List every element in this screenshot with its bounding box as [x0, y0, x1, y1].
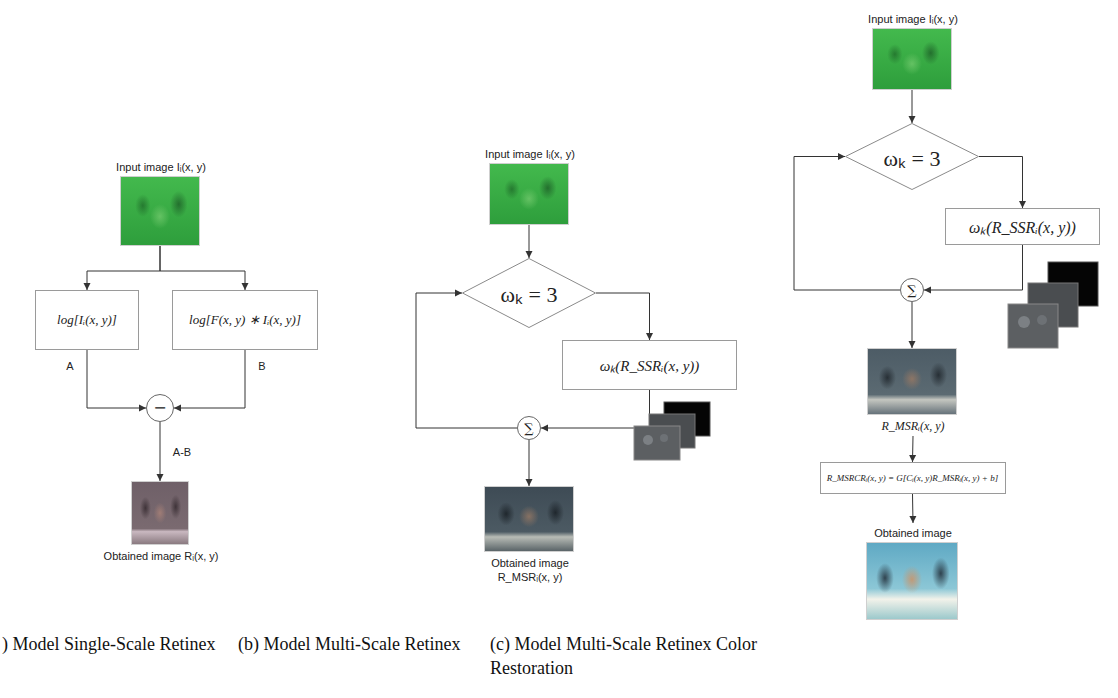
image-panel: Input image Iᵢ(x, y)	[872, 28, 952, 90]
arrowhead	[139, 405, 146, 412]
arrowhead	[909, 455, 916, 462]
box-formula: ωₖ(R_SSRᵢ(x, y))	[969, 216, 1076, 238]
edge-label: A-B	[171, 446, 193, 459]
arrowhead	[909, 516, 916, 523]
diamond-shape	[846, 124, 979, 190]
process-box: log[F(x, y) ∗ Iᵢ(x, y)]	[172, 290, 318, 350]
arrowhead	[646, 333, 653, 340]
connector-line	[541, 390, 650, 428]
image-panel: R_MSRᵢ(x, y)	[867, 348, 957, 415]
connector	[526, 225, 533, 258]
operator-symbol: ∑	[524, 422, 533, 435]
arrowhead	[541, 425, 548, 432]
arrowhead	[1019, 201, 1026, 208]
box-formula: ωₖ(R_SSRᵢ(x, y))	[600, 355, 700, 375]
arrowhead	[526, 251, 533, 258]
connector	[909, 494, 916, 523]
figure-caption: ) Model Single-Scale Retinex	[2, 632, 230, 656]
image-caption: Obtained image R_MSRᵢ(x, y)	[470, 556, 590, 584]
connector	[979, 157, 1026, 209]
connector-line	[174, 350, 245, 408]
arrowhead	[242, 283, 249, 290]
decision-text: ωₖ = 3	[501, 278, 558, 308]
arrowhead	[174, 405, 181, 412]
process-box: R_MSRCRᵢ(x, y) = G[Cᵢ(x, y)R_MSRᵢ(x, y) …	[820, 462, 1006, 494]
edge-label: B	[256, 360, 267, 373]
connector-line	[924, 245, 1023, 290]
operator-circle: −	[146, 394, 174, 422]
image-caption: Input image Iᵢ(x, y)	[445, 147, 615, 161]
ssr-image-stack	[634, 402, 710, 460]
image-panel: Input image Iᵢ(x, y)	[120, 176, 200, 246]
figure-caption: (c) Model Multi-Scale Retinex Color Rest…	[490, 632, 775, 680]
arrowhead	[157, 474, 164, 481]
arrowhead	[84, 283, 91, 290]
connector	[541, 390, 650, 432]
arrowhead	[455, 290, 462, 297]
connector	[84, 246, 161, 290]
process-box: log[Iᵢ(x, y)]	[35, 290, 139, 350]
connector	[909, 90, 916, 123]
image-panel: Obtained image R_MSRᵢ(x, y)	[484, 486, 574, 552]
connector	[526, 440, 533, 486]
arrowhead	[909, 116, 916, 123]
operator-symbol: ∑	[907, 284, 916, 297]
edge-label: A	[64, 360, 75, 373]
connector	[157, 422, 164, 481]
connector-line	[160, 246, 245, 290]
connector-line	[979, 157, 1023, 209]
connector-line	[87, 246, 160, 290]
decision-text: ωₖ = 3	[884, 142, 941, 172]
box-formula: log[F(x, y) ∗ Iᵢ(x, y)]	[189, 312, 301, 328]
operator-symbol: −	[153, 400, 166, 416]
connector	[87, 350, 146, 412]
connector	[596, 293, 653, 340]
image-panel: Input image Iᵢ(x, y)	[489, 163, 569, 225]
diamond-shape	[463, 259, 596, 328]
connector	[924, 245, 1023, 294]
box-formula: R_MSRCRᵢ(x, y) = G[Cᵢ(x, y)R_MSRᵢ(x, y) …	[827, 473, 998, 483]
connector	[909, 436, 916, 462]
connector-line	[87, 350, 146, 408]
operator-circle: ∑	[900, 278, 924, 302]
image-panel: Obtained image	[866, 542, 958, 620]
image-caption: R_MSRᵢ(x, y)	[838, 419, 988, 433]
connector	[909, 302, 916, 348]
operator-circle: ∑	[517, 416, 541, 440]
process-box: ωₖ(R_SSRᵢ(x, y))	[562, 340, 737, 390]
image-caption: Input image Iᵢ(x, y)	[76, 160, 246, 174]
figure-caption: (b) Model Multi-Scale Retinex	[238, 632, 483, 656]
image-caption: Obtained image	[838, 526, 988, 540]
ssr-image-stack	[1008, 262, 1098, 348]
decision-diamond: ωₖ = 3	[462, 258, 596, 328]
connector-line	[596, 293, 650, 340]
connector	[174, 350, 245, 412]
connector	[160, 246, 249, 290]
arrowhead	[924, 287, 931, 294]
connector-line	[160, 422, 161, 481]
connector-line	[794, 157, 900, 291]
arrowhead	[909, 341, 916, 348]
image-caption: Obtained image Rᵢ(x, y)	[66, 549, 256, 563]
process-box: ωₖ(R_SSRᵢ(x, y))	[945, 208, 1100, 245]
image-panel: Obtained image Rᵢ(x, y)	[131, 481, 189, 545]
arrowhead	[838, 153, 845, 160]
decision-diamond: ωₖ = 3	[845, 123, 979, 190]
arrowhead	[526, 479, 533, 486]
box-formula: log[Iᵢ(x, y)]	[57, 312, 117, 328]
image-caption: Input image Iᵢ(x, y)	[828, 12, 998, 26]
